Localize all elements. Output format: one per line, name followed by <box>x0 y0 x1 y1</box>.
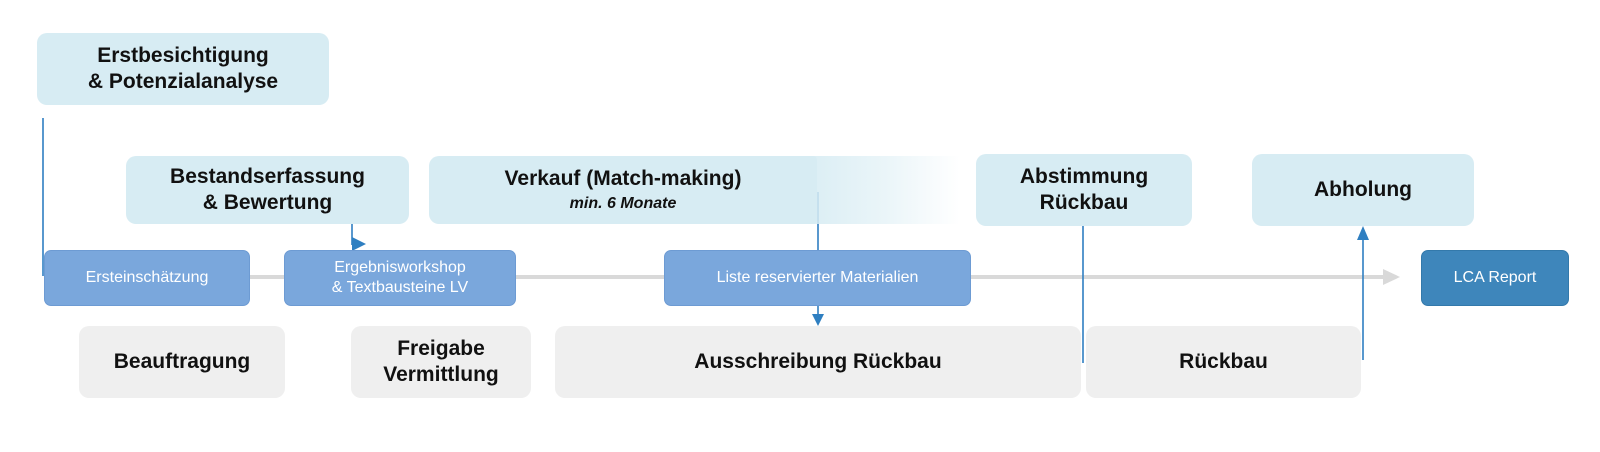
connector-bestandserfassung-arrow <box>352 237 366 251</box>
milestone-ersteinschaetzung: Ersteinschätzung <box>44 250 250 306</box>
step-freigabe-line1: Freigabe <box>397 337 485 361</box>
phase-abholung-label: Abholung <box>1314 178 1412 202</box>
connector-abholung-arrow <box>1357 226 1369 240</box>
milestone-ergebnisworkshop-line1: Ergebnisworkshop <box>334 259 466 277</box>
step-freigabe-line2: Vermittlung <box>383 363 499 386</box>
milestone-lca-report: LCA Report <box>1421 250 1569 306</box>
phase-abholung: Abholung <box>1252 154 1474 226</box>
phase-abstimmung-rueckbau: Abstimmung Rückbau <box>976 154 1192 226</box>
step-freigabe-vermittlung: Freigabe Vermittlung <box>351 326 531 398</box>
phase-verkauf: Verkauf (Match-making) min. 6 Monate <box>429 156 817 224</box>
milestone-ersteinschaetzung-label: Ersteinschätzung <box>85 269 209 287</box>
phase-verkauf-duration: min. 6 Monate <box>569 195 677 213</box>
milestone-ergebnisworkshop-line2: & Textbausteine LV <box>331 279 469 296</box>
phase-erstbesichtigung-line2: & Potenzialanalyse <box>87 70 279 93</box>
phase-erstbesichtigung: Erstbesichtigung & Potenzialanalyse <box>37 33 329 105</box>
phase-bestandserfassung: Bestandserfassung & Bewertung <box>126 156 409 224</box>
phase-abstimmung-line2: Rückbau <box>1039 191 1129 214</box>
milestone-liste-reservierter-materialien: Liste reservierter Materialien <box>664 250 971 306</box>
milestone-ergebnisworkshop: Ergebnisworkshop & Textbausteine LV <box>284 250 516 306</box>
connector-verkauf-arrow <box>812 314 824 326</box>
milestone-liste-label: Liste reservierter Materialien <box>716 269 919 287</box>
step-rueckbau: Rückbau <box>1086 326 1361 398</box>
phase-abstimmung-line1: Abstimmung <box>1019 165 1149 189</box>
milestone-lca-report-label: LCA Report <box>1453 269 1537 287</box>
timeline-arrowhead <box>1383 269 1400 285</box>
phase-verkauf-extension <box>800 156 960 224</box>
step-beauftragung: Beauftragung <box>79 326 285 398</box>
phase-bestandserfassung-line1: Bestandserfassung <box>170 165 365 189</box>
step-ausschreibung-rueckbau: Ausschreibung Rückbau <box>555 326 1081 398</box>
step-beauftragung-label: Beauftragung <box>113 350 251 374</box>
step-ausschreibung-label: Ausschreibung Rückbau <box>694 350 942 374</box>
phase-bestandserfassung-line2: & Bewertung <box>202 191 333 214</box>
phase-erstbesichtigung-line1: Erstbesichtigung <box>97 44 269 68</box>
step-rueckbau-label: Rückbau <box>1179 350 1268 374</box>
phase-verkauf-title: Verkauf (Match-making) <box>504 167 742 191</box>
